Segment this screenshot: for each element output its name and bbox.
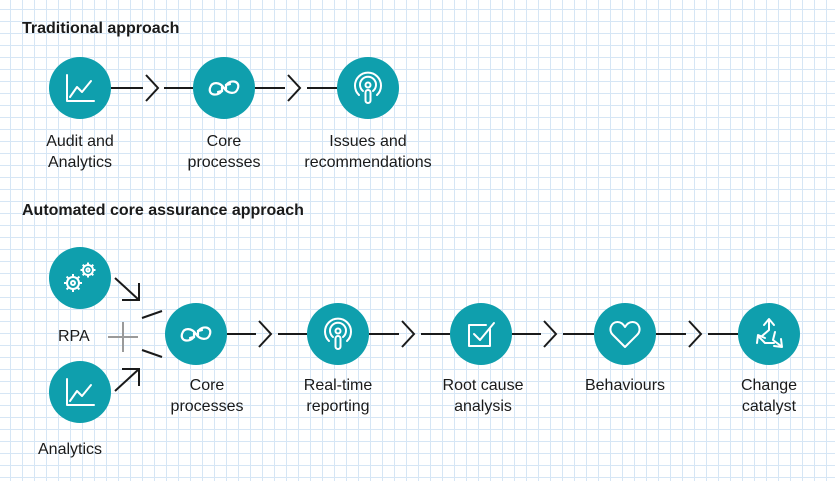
- automated-heading: Automated core assurance approach: [22, 202, 304, 219]
- chevron-arrow: [258, 320, 273, 348]
- rpa-label: RPA: [58, 328, 90, 345]
- chevron-arrow: [287, 74, 302, 102]
- plus-icon: [108, 322, 138, 352]
- checkbox-icon: [450, 303, 512, 365]
- merge-line: [141, 310, 163, 319]
- merge-line: [141, 349, 163, 358]
- heart-icon: [594, 303, 656, 365]
- chevron-arrow: [401, 320, 416, 348]
- step-label: Behaviours: [584, 377, 666, 394]
- diagonal-arrowhead: [122, 368, 140, 386]
- traditional-heading: Traditional approach: [22, 20, 180, 37]
- diagonal-arrowhead: [122, 283, 140, 301]
- chevron-arrow: [543, 320, 558, 348]
- chevron-arrow: [145, 74, 160, 102]
- broadcast-person-icon: [307, 303, 369, 365]
- infinity-loop-icon: [193, 57, 255, 119]
- diagonal-arrow-line: [114, 277, 140, 301]
- diagonal-arrow-line: [114, 368, 140, 392]
- gears-icon: [49, 247, 111, 309]
- analytics-label: Analytics: [38, 441, 103, 458]
- broadcast-person-icon: [337, 57, 399, 119]
- analytics-chart-icon: [49, 57, 111, 119]
- recycle-arrows-icon: [738, 303, 800, 365]
- infinity-loop-icon: [165, 303, 227, 365]
- analytics-chart-icon: [49, 361, 111, 423]
- chevron-arrow: [688, 320, 703, 348]
